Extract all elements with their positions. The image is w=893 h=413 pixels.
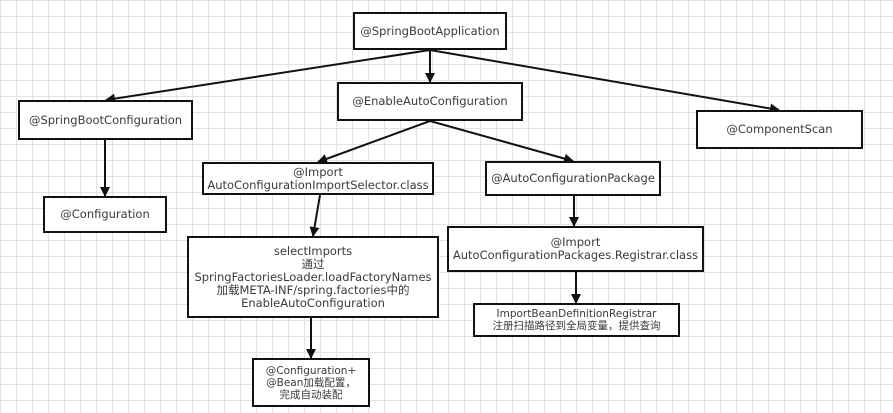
spring-boot-application-node: @SpringBootApplication <box>353 12 507 50</box>
node-label-line: 注册扫描路径到全局变量，提供查询 <box>492 320 661 332</box>
node-label-line: AutoConfigurationPackages.Registrar.clas… <box>452 248 699 262</box>
enable-auto-configuration-node: @EnableAutoConfiguration <box>337 82 523 121</box>
select-imports-node: selectImports 通过 SpringFactoriesLoader.l… <box>187 236 439 318</box>
registrar-node: ImportBeanDefinitionRegistrar 注册扫描路径到全局变… <box>473 303 680 337</box>
node-label-line: AutoConfigurationImportSelector.class <box>207 177 429 192</box>
node-label: @EnableAutoConfiguration <box>352 94 508 108</box>
import-registrar-node: @Import AutoConfigurationPackages.Regist… <box>447 226 704 272</box>
node-label-line: 完成自动装配 <box>279 388 343 401</box>
node-label-line: SpringFactoriesLoader.loadFactoryNames <box>194 269 432 284</box>
node-label-line: @Import <box>550 235 601 249</box>
node-label-line: @Import <box>293 164 343 179</box>
node-label: @AutoConfigurationPackage <box>491 171 655 185</box>
node-label: @Configuration <box>60 207 150 221</box>
node-label-line: @Configuration+ <box>265 364 357 377</box>
edge-sba-cs <box>429 49 780 114</box>
edge-sba-sbc <box>105 49 431 104</box>
edge-eac-acp <box>429 120 574 164</box>
node-label-line: selectImports <box>273 243 353 258</box>
import-selector-node: @Import AutoConfigurationImportSelector.… <box>202 162 434 195</box>
auto-configuration-package-node: @AutoConfigurationPackage <box>485 161 661 196</box>
component-scan-node: @ComponentScan <box>696 110 863 149</box>
node-label-line: 通过 <box>301 256 325 271</box>
node-label: @ComponentScan <box>726 122 833 136</box>
node-label-line: @Bean加载配置， <box>266 376 356 389</box>
configuration-node: @Configuration <box>43 196 167 233</box>
spring-boot-configuration-node: @SpringBootConfiguration <box>18 100 193 140</box>
node-label-line: ImportBeanDefinitionRegistrar <box>496 308 657 320</box>
node-label: @SpringBootApplication <box>360 23 500 38</box>
configuration-bean-node: @Configuration+ @Bean加载配置， 完成自动装配 <box>252 358 370 407</box>
edge-imp1-sel <box>309 194 321 237</box>
edge-eac-imp1 <box>317 120 431 164</box>
node-label-line: 加载META-INF/spring.factories中的 <box>216 282 410 297</box>
node-label: @SpringBootConfiguration <box>28 112 183 127</box>
node-label-line: EnableAutoConfiguration <box>241 295 385 310</box>
